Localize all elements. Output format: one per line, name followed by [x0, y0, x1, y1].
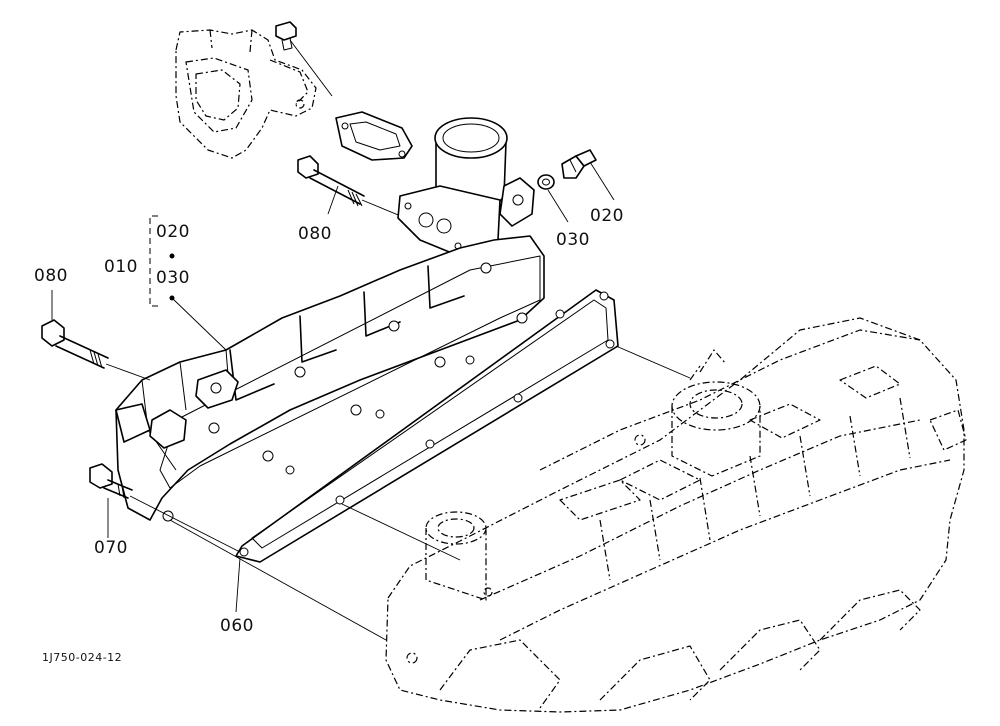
- assembly-dot-lower: [169, 295, 175, 301]
- temperature-sensor: [561, 149, 597, 179]
- long-bolt-top: [297, 155, 365, 207]
- label-sensor-020: 020: [590, 206, 624, 226]
- phantom-cylinder-head: [385, 317, 967, 713]
- label-bolt-top-080: 080: [298, 224, 332, 244]
- leader-washer-030: [547, 189, 569, 223]
- phantom-elbow-part: [175, 29, 317, 159]
- stud-bolt: [89, 463, 133, 499]
- flange-gasket: [335, 111, 413, 161]
- label-assembly-020: 020: [156, 222, 190, 242]
- alignment-line-middle: [341, 503, 461, 561]
- leader-sensor-020: [589, 161, 615, 201]
- label-assembly-010: 010: [104, 257, 138, 277]
- sealing-washer: [537, 174, 555, 190]
- screw-center-line: [289, 39, 333, 97]
- alignment-line-upper: [615, 345, 691, 379]
- leader-assembly-030: [171, 297, 227, 351]
- long-bolt-left: [41, 319, 109, 369]
- intake-manifold: [115, 117, 545, 522]
- leader-gasket-060: [235, 557, 241, 613]
- leader-bolt-080-top: [327, 185, 339, 215]
- assembly-dot-upper: [169, 253, 175, 259]
- assembly-bracket: [149, 215, 158, 307]
- label-stud-070: 070: [94, 538, 128, 558]
- manifold-gasket: [235, 289, 619, 563]
- label-assembly-030: 030: [156, 268, 190, 288]
- bolt-left-center-line: [105, 363, 151, 381]
- label-gasket-060: 060: [220, 616, 254, 636]
- label-bolt-left-080: 080: [34, 266, 68, 286]
- figure-reference: 1J750-024-12: [42, 651, 123, 664]
- label-washer-030: 030: [556, 230, 590, 250]
- top-screw: [275, 21, 297, 51]
- alignment-line-stud: [129, 495, 241, 553]
- alignment-line-lower: [169, 519, 387, 641]
